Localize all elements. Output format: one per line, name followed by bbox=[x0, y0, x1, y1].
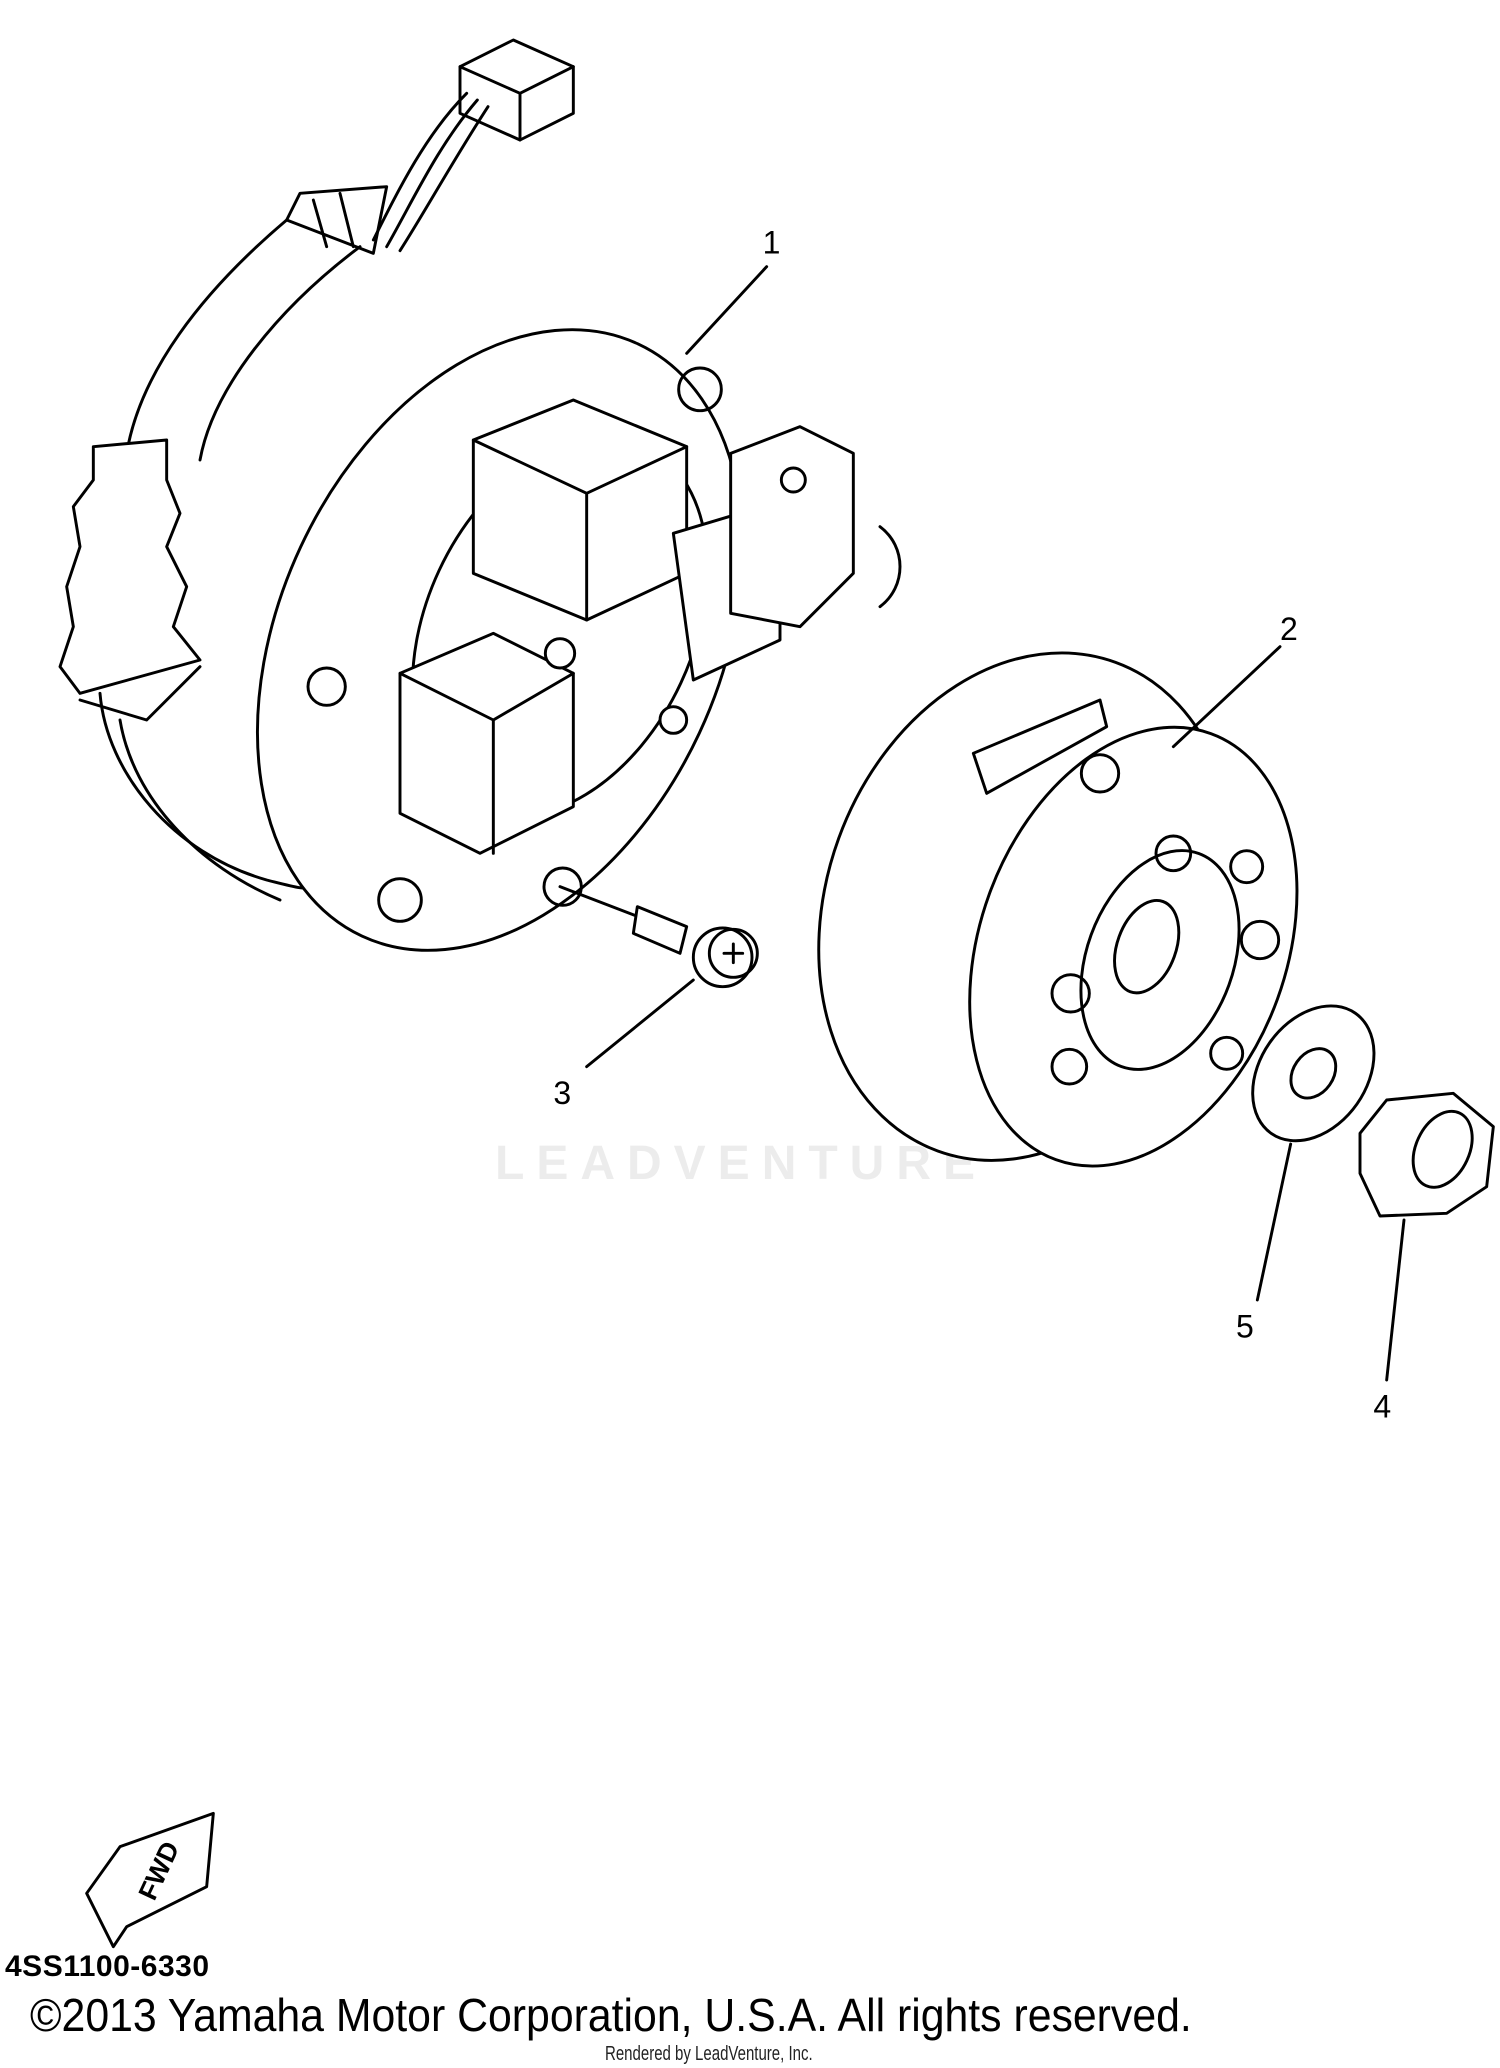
fwd-arrow-icon: FWD bbox=[85, 1811, 215, 1949]
callout-2: 2 bbox=[1280, 611, 1298, 647]
rendered-by-notice: Rendered by LeadVenture, Inc. bbox=[605, 2043, 813, 2065]
callout-1: 1 bbox=[763, 224, 781, 260]
callout-leaders bbox=[585, 265, 1406, 1382]
screw bbox=[558, 885, 759, 989]
diagram-code: 4SS1100-6330 bbox=[5, 1950, 210, 1983]
leadventure-watermark: LEADVENTURE bbox=[495, 1137, 988, 1190]
flywheel-rotor bbox=[817, 651, 1299, 1168]
callout-3: 3 bbox=[553, 1075, 571, 1111]
wire-harness bbox=[58, 38, 575, 902]
callout-5: 5 bbox=[1236, 1308, 1254, 1344]
nut bbox=[1358, 1091, 1495, 1218]
callout-4: 4 bbox=[1373, 1388, 1391, 1424]
copyright-notice: ©2013 Yamaha Motor Corporation, U.S.A. A… bbox=[30, 1989, 1192, 2041]
washer bbox=[1251, 1004, 1376, 1143]
stator-assembly bbox=[256, 328, 902, 952]
